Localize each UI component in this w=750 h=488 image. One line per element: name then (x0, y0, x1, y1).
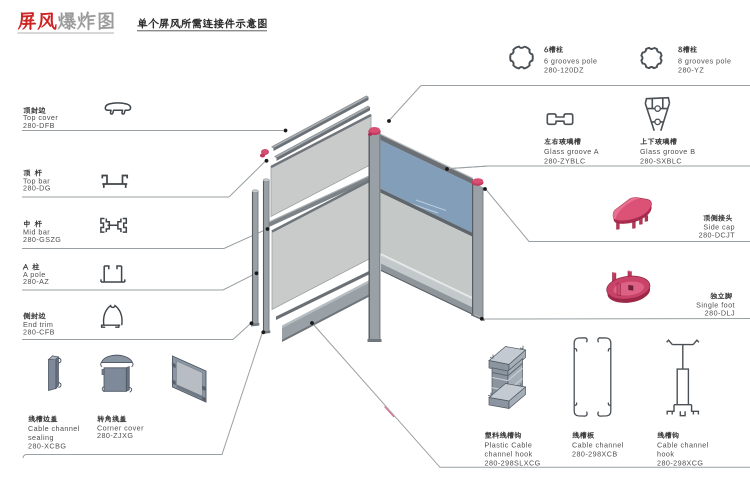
svg-text:280-CFB: 280-CFB (23, 327, 55, 336)
svg-text:Top cover: Top cover (23, 113, 58, 122)
svg-text:Glass groove B: Glass groove B (640, 147, 695, 156)
svg-text:channel hook: channel hook (485, 450, 533, 459)
svg-text:280-ZJXG: 280-ZJXG (97, 431, 133, 440)
svg-text:Cable channel: Cable channel (572, 440, 624, 449)
svg-text:280-298SLXCG: 280-298SLXCG (485, 459, 541, 468)
svg-text:Plastic Cable: Plastic Cable (485, 440, 533, 449)
svg-text:6 grooves pole: 6 grooves pole (544, 57, 597, 66)
svg-text:Mid bar: Mid bar (23, 228, 50, 237)
svg-text:280-DG: 280-DG (23, 184, 51, 193)
svg-text:280-120DZ: 280-120DZ (544, 66, 584, 75)
svg-text:Cable channel: Cable channel (657, 440, 709, 449)
svg-text:Top bar: Top bar (23, 176, 50, 185)
svg-text:280-DLJ: 280-DLJ (705, 309, 735, 318)
svg-text:sealing: sealing (28, 433, 54, 442)
svg-text:280-GSZG: 280-GSZG (23, 235, 61, 244)
svg-text:280-DCJT: 280-DCJT (699, 231, 736, 240)
svg-text:A pole: A pole (23, 270, 46, 279)
svg-text:280-YZ: 280-YZ (678, 66, 704, 75)
svg-text:Single foot: Single foot (696, 300, 735, 309)
svg-text:hook: hook (657, 450, 674, 459)
svg-text:8 grooves pole: 8 grooves pole (678, 57, 731, 66)
svg-text:Glass groove A: Glass groove A (544, 147, 599, 156)
svg-text:280-SXBLC: 280-SXBLC (640, 157, 682, 166)
svg-text:280-298XCB: 280-298XCB (572, 450, 618, 459)
svg-text:Side cap: Side cap (703, 222, 735, 231)
svg-text:Corner cover: Corner cover (97, 423, 144, 432)
svg-text:280-XCBG: 280-XCBG (28, 442, 66, 451)
svg-text:Cable channel: Cable channel (28, 424, 80, 433)
svg-text:280-ZYBLC: 280-ZYBLC (544, 157, 586, 166)
svg-text:280-298XCG: 280-298XCG (657, 459, 703, 468)
svg-text:End trim: End trim (23, 320, 53, 329)
svg-text:280-DFB: 280-DFB (23, 121, 55, 130)
svg-text:280-AZ: 280-AZ (23, 277, 49, 286)
